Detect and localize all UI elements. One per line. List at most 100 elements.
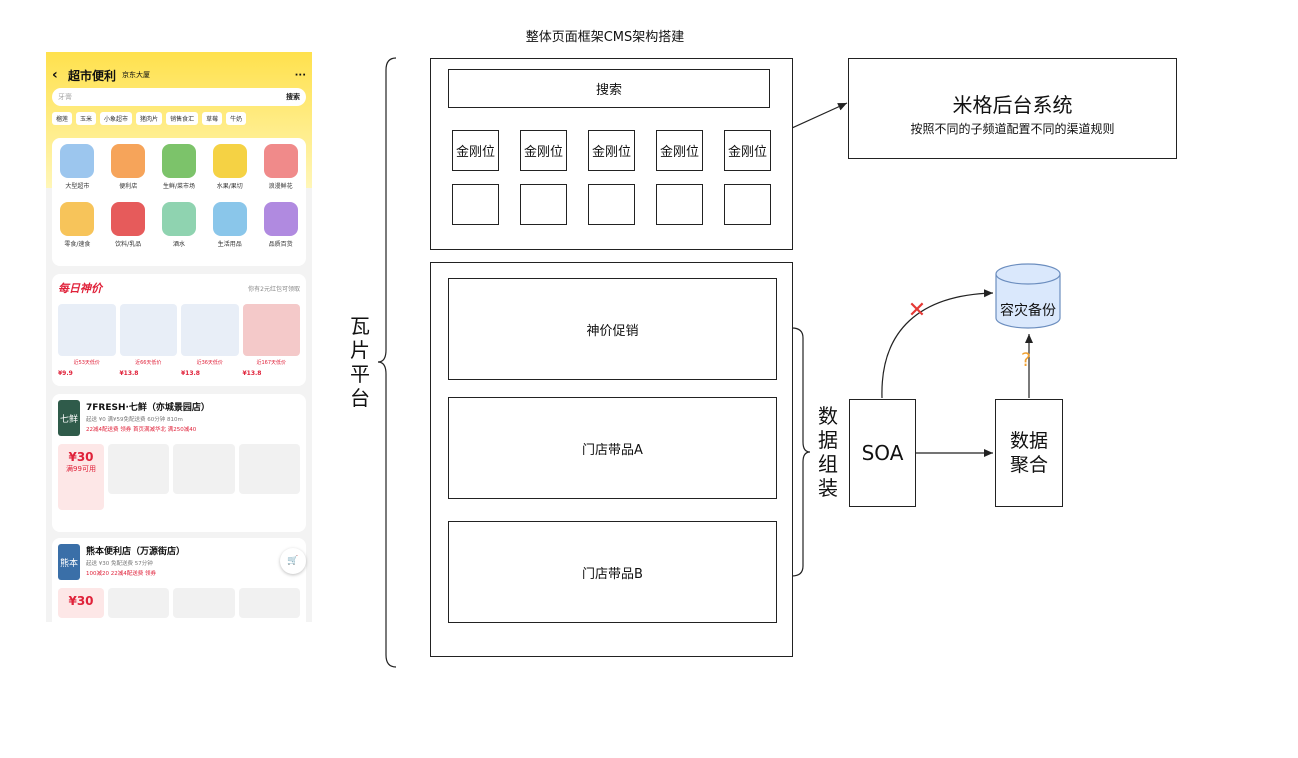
page-title: 整体页面框架CMS架构搭建 bbox=[525, 30, 685, 45]
mige-backend-box[interactable]: 米格后台系统 按照不同的子频道配置不同的渠道规则 bbox=[848, 58, 1177, 159]
data-aggregate-box[interactable]: 数据 聚合 bbox=[995, 399, 1063, 507]
supermarket-icon bbox=[60, 144, 95, 178]
chip[interactable]: 销售食汇 bbox=[166, 112, 199, 125]
deal-price: ¥9.9 bbox=[58, 370, 73, 377]
coupon-amount: ¥30 bbox=[68, 594, 94, 608]
deal-product[interactable]: 近167天低价 bbox=[242, 304, 300, 366]
phone-search-input[interactable]: 牙膏 搜索 bbox=[52, 88, 306, 106]
deal-product[interactable]: 近53天低价 bbox=[58, 304, 116, 366]
search-placeholder: 牙膏 bbox=[58, 93, 72, 101]
empty-slot[interactable] bbox=[452, 184, 499, 225]
red-packet-hint[interactable]: 你有2元红包可领取 bbox=[248, 285, 300, 293]
module-box[interactable]: 神价促销 bbox=[448, 278, 777, 380]
store-product[interactable] bbox=[173, 588, 235, 618]
deal-price: ¥13.8 bbox=[119, 370, 139, 377]
disaster-backup-cylinder bbox=[995, 263, 1061, 329]
store-product[interactable] bbox=[173, 444, 235, 494]
kingkong-slot[interactable]: 金刚位 bbox=[452, 130, 499, 171]
phone-screenshot: ‹ 超市便利 京东大厦 ··· 牙膏 搜索 榴莲 玉米 小象超市 猪肉片 销售食… bbox=[46, 52, 312, 622]
department-icon bbox=[263, 202, 298, 236]
store-coupon[interactable]: ¥30 bbox=[58, 588, 104, 618]
lowest-label: 近53天低价 bbox=[73, 360, 100, 366]
daily-deal-title: 每日神价 bbox=[58, 282, 102, 295]
deal-product[interactable]: 近66天低价 bbox=[119, 304, 177, 366]
store-card[interactable]: 七鲜 7FRESH·七鲜（亦城景园店） 起送 ¥0 满¥59免配送费 60分钟 … bbox=[52, 394, 306, 532]
empty-slot[interactable] bbox=[656, 184, 703, 225]
store-coupon[interactable]: ¥30 满99可用 bbox=[58, 444, 104, 510]
store-product[interactable] bbox=[238, 588, 300, 618]
category-label: 便利店 bbox=[119, 183, 138, 190]
question-mark-icon: ? bbox=[1020, 349, 1032, 371]
store-product[interactable] bbox=[108, 444, 170, 494]
kingkong-label: 金刚位 bbox=[727, 145, 767, 160]
aggregate-line: 数据 bbox=[1009, 430, 1048, 452]
daily-deal-section: 每日神价 你有2元红包可领取 近53天低价 近66天低价 近36天低价 近167… bbox=[52, 274, 306, 386]
chip[interactable]: 牛奶 bbox=[226, 112, 247, 125]
category-item[interactable]: 品质百货 bbox=[255, 202, 306, 260]
category-label: 品质百货 bbox=[268, 241, 293, 248]
category-grid: 大型超市 便利店 生鲜/菜市场 水果/果切 浪漫鲜花 零食/速食 饮料/乳品 酒… bbox=[52, 138, 306, 266]
chip[interactable]: 草莓 bbox=[202, 112, 223, 125]
phone-title: 超市便利 bbox=[68, 68, 117, 83]
mige-title: 米格后台系统 bbox=[952, 93, 1073, 117]
tile-platform-char: 平 bbox=[350, 362, 370, 386]
more-icon[interactable]: ··· bbox=[294, 69, 306, 81]
category-item[interactable]: 水果/果切 bbox=[204, 144, 255, 202]
kingkong-label: 金刚位 bbox=[523, 145, 563, 160]
kingkong-label: 金刚位 bbox=[591, 145, 631, 160]
store-promo: 100减20 22减4配送费 领券 bbox=[86, 571, 156, 577]
chip[interactable]: 榴莲 bbox=[52, 112, 73, 125]
chip[interactable]: 小象超市 bbox=[100, 112, 133, 125]
category-label: 水果/果切 bbox=[216, 183, 243, 190]
mige-subtitle: 按照不同的子频道配置不同的渠道规则 bbox=[910, 122, 1115, 136]
store-product[interactable] bbox=[238, 444, 300, 494]
category-item[interactable]: 便利店 bbox=[103, 144, 154, 202]
tile-platform-char: 瓦 bbox=[350, 314, 370, 338]
search-box[interactable]: 搜索 bbox=[448, 69, 770, 108]
category-item[interactable]: 浪漫鲜花 bbox=[255, 144, 306, 202]
data-assembly-char: 数 bbox=[818, 404, 838, 428]
daily-goods-icon bbox=[212, 202, 247, 236]
category-label: 浪漫鲜花 bbox=[268, 183, 293, 190]
store-promo: 22减4配送费 领券 首页满减华北 满250减40 bbox=[86, 427, 197, 433]
cart-icon[interactable]: 🛒 bbox=[280, 548, 306, 574]
back-arrow-icon[interactable]: ‹ bbox=[52, 67, 58, 83]
empty-slot[interactable] bbox=[520, 184, 567, 225]
category-item[interactable]: 饮料/乳品 bbox=[103, 202, 154, 260]
category-item[interactable]: 大型超市 bbox=[52, 144, 103, 202]
kingkong-label: 金刚位 bbox=[455, 145, 495, 160]
store-logo: 熊本 bbox=[58, 544, 80, 580]
soa-to-backup-arrow bbox=[881, 289, 994, 399]
store-meta: 起送 ¥30 免配送费 57分钟 bbox=[86, 561, 153, 567]
kingkong-slot[interactable]: 金刚位 bbox=[588, 130, 635, 171]
empty-slot[interactable] bbox=[588, 184, 635, 225]
deal-product[interactable]: 近36天低价 bbox=[181, 304, 239, 366]
module-box[interactable]: 门店带品A bbox=[448, 397, 777, 499]
tile-platform-label: 瓦 片 平 台 bbox=[348, 314, 372, 410]
snack-icon bbox=[60, 202, 95, 236]
category-item[interactable]: 生活用品 bbox=[204, 202, 255, 260]
location-label[interactable]: 京东大厦 bbox=[122, 71, 151, 79]
empty-slot[interactable] bbox=[724, 184, 771, 225]
kingkong-slot[interactable]: 金刚位 bbox=[520, 130, 567, 171]
soa-box[interactable]: SOA bbox=[849, 399, 916, 507]
category-item[interactable]: 零食/速食 bbox=[52, 202, 103, 260]
store-name: 7FRESH·七鲜（亦城景园店） bbox=[86, 403, 210, 413]
chip[interactable]: 玉米 bbox=[76, 112, 97, 125]
drink-icon bbox=[111, 202, 146, 236]
data-assembly-char: 据 bbox=[818, 428, 838, 452]
module-box[interactable]: 门店带品B bbox=[448, 521, 777, 623]
phone-search-button[interactable]: 搜索 bbox=[286, 93, 300, 101]
data-assembly-brace bbox=[791, 327, 811, 577]
fail-x-icon: ✕ bbox=[907, 298, 927, 323]
store-card[interactable]: 熊本 熊本便利店（万源街店） 起送 ¥30 免配送费 57分钟 100减20 2… bbox=[52, 538, 306, 622]
lowest-label: 近36天低价 bbox=[196, 360, 223, 366]
chip[interactable]: 猪肉片 bbox=[136, 112, 163, 125]
kingkong-slot[interactable]: 金刚位 bbox=[656, 130, 703, 171]
store-product[interactable] bbox=[108, 588, 170, 618]
store-name: 熊本便利店（万源街店） bbox=[86, 547, 186, 557]
category-item[interactable]: 酒水 bbox=[154, 202, 205, 260]
coupon-condition: 满99可用 bbox=[66, 465, 96, 473]
category-item[interactable]: 生鲜/菜市场 bbox=[154, 144, 205, 202]
kingkong-slot[interactable]: 金刚位 bbox=[724, 130, 771, 171]
